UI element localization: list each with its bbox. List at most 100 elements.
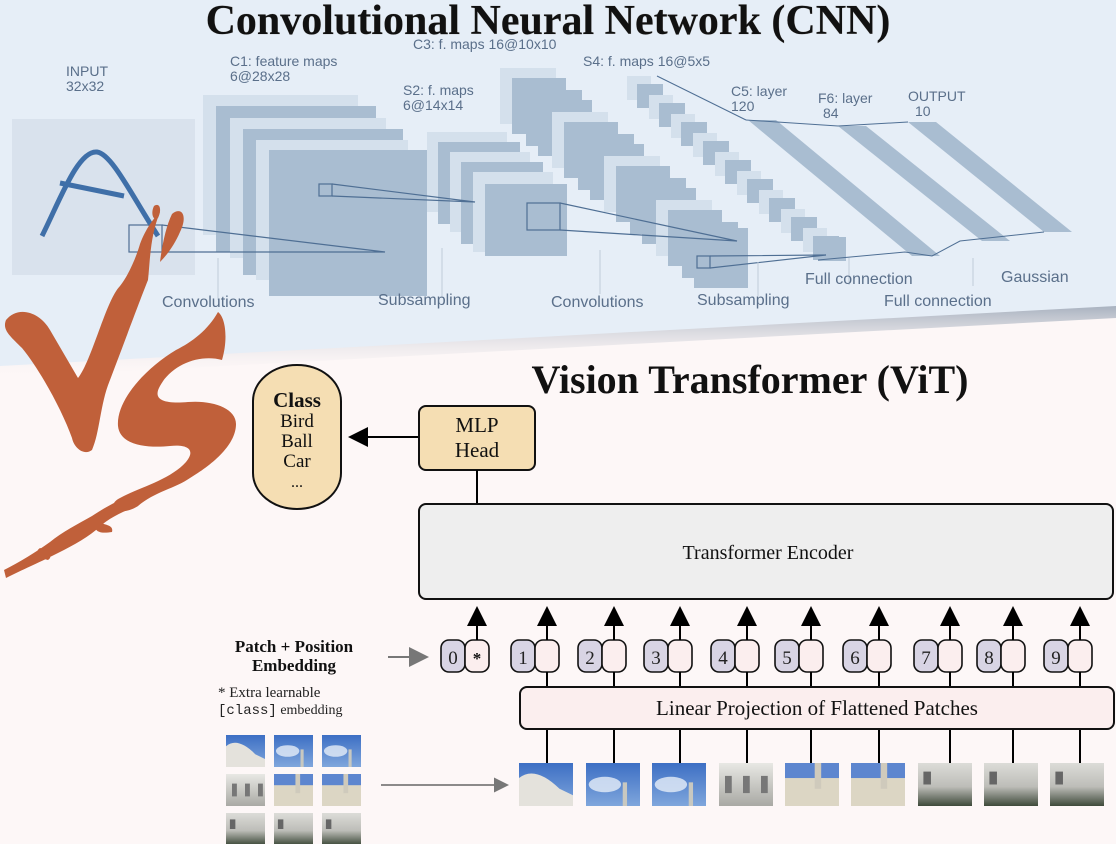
position-index: 5	[782, 648, 792, 669]
patch-embedding	[534, 639, 560, 673]
sequence-patch	[519, 763, 573, 806]
embedding-token: 2	[577, 606, 627, 763]
grid-patch	[322, 774, 361, 806]
fc-connector-top	[745, 119, 909, 127]
patch-embedding	[937, 639, 963, 673]
embedding-token: 9	[1043, 606, 1093, 763]
class-box-header: Class	[273, 388, 321, 412]
position-index: 7	[921, 648, 931, 669]
patch-embedding	[667, 639, 693, 673]
c1-receptive-field	[318, 183, 333, 197]
class-item-ball: Ball	[281, 431, 313, 452]
embedding-token: 6	[842, 606, 892, 763]
mlp-head-box: MLP Head	[418, 405, 536, 471]
sequence-patch	[652, 763, 706, 806]
layer-label-c5: C5: layer	[731, 83, 787, 99]
s2-receptive-field	[526, 202, 561, 231]
grid-patch	[322, 735, 361, 767]
grid-patch	[322, 813, 361, 844]
embedding-token: 4	[710, 606, 760, 763]
c3-feature-maps	[500, 68, 748, 288]
mlp-head-line1: MLP	[455, 413, 498, 437]
vit-panel: Vision Transformer (ViT) Class Bird Ball…	[218, 357, 1115, 844]
op-label-full-connection-1: Full connection	[805, 271, 913, 288]
embedding-token: 7	[913, 606, 963, 763]
linear-projection-label: Linear Projection of Flattened Patches	[656, 696, 978, 720]
class-item-car: Car	[283, 451, 311, 472]
layer-size-s2: 6@14x14	[403, 97, 463, 113]
subsample1-projection	[331, 183, 476, 203]
sequence-patch	[984, 763, 1038, 806]
sequence-patch	[785, 763, 839, 806]
patch-embedding	[1000, 639, 1026, 673]
position-index: 3	[651, 648, 661, 669]
layer-label-input: INPUT	[66, 63, 108, 79]
subsample2-projection	[709, 254, 827, 269]
output-layer	[908, 122, 1072, 232]
embedding-token: 3	[643, 606, 693, 763]
fc-connector-bottom	[817, 231, 1045, 261]
cnn-title: Convolutional Neural Network (CNN)	[206, 0, 891, 44]
s4-feature-maps	[627, 76, 846, 261]
transformer-encoder-box: Transformer Encoder	[418, 503, 1114, 600]
patch-sequence	[519, 763, 1104, 806]
f6-layer	[838, 126, 1010, 241]
sequence-patch	[1050, 763, 1104, 806]
sequence-patch	[851, 763, 905, 806]
op-label-subsampling-2: Subsampling	[697, 292, 790, 309]
class-token-symbol: *	[473, 649, 482, 668]
position-index: 6	[850, 648, 860, 669]
vit-title: Vision Transformer (ViT)	[531, 357, 968, 402]
layer-label-output: OUTPUT	[908, 88, 966, 104]
image-patch-grid	[226, 735, 361, 844]
layer-label-f6: F6: layer	[818, 90, 873, 106]
op-label-convolutions-2: Convolutions	[551, 294, 644, 311]
c1-feature-maps	[203, 95, 427, 296]
c5-layer	[748, 120, 940, 256]
input-glyph-a-bar	[59, 180, 125, 199]
embedding-label-line1: Patch + Position	[235, 637, 354, 656]
embedding-token: 0*	[440, 606, 490, 673]
grid-patch	[226, 813, 265, 844]
layer-label-c3: C3: f. maps 16@10x10	[413, 36, 557, 52]
layer-size-input: 32x32	[66, 78, 104, 94]
sequence-patch	[918, 763, 972, 806]
op-label-subsampling-1: Subsampling	[378, 292, 471, 309]
op-label-gaussian: Gaussian	[1001, 269, 1069, 286]
position-index: 2	[585, 648, 595, 669]
grid-patch	[274, 774, 313, 806]
patch-embedding	[1067, 639, 1093, 673]
vs-splatter	[4, 496, 138, 578]
embedding-token: 8	[976, 606, 1026, 763]
conv1-projection	[161, 224, 386, 253]
embedding-token: 5	[774, 606, 824, 763]
mlp-head-line2: Head	[455, 438, 500, 462]
s4-pointer-line	[656, 75, 747, 121]
c3-receptive-field	[696, 255, 711, 269]
vs-letter-v	[4, 212, 160, 453]
vs-letter-s	[113, 312, 236, 512]
position-index: 9	[1051, 648, 1061, 669]
position-index: 1	[518, 648, 528, 669]
layer-label-c1: C1: feature maps	[230, 53, 337, 69]
layer-size-f6: 84	[823, 105, 839, 121]
conv2-projection	[559, 202, 738, 242]
layer-size-output: 10	[915, 103, 931, 119]
class-token-note-rest: embedding	[277, 703, 343, 718]
layer-size-c5: 120	[731, 98, 755, 114]
position-index: 4	[718, 648, 728, 669]
patch-embedding	[601, 639, 627, 673]
layer-size-c1: 6@28x28	[230, 68, 290, 84]
vs-brush-mark	[4, 204, 236, 578]
layer-label-s4: S4: f. maps 16@5x5	[583, 53, 710, 69]
op-label-full-connection-2: Full connection	[884, 293, 992, 310]
embedding-tokens: 0* 1 2 3 4 5 6 7 8 9	[440, 606, 1093, 763]
grid-patch	[274, 735, 313, 767]
sequence-patch	[586, 763, 640, 806]
input-glyph-a	[39, 149, 161, 238]
embedding-token: 1	[510, 606, 560, 763]
patch-embedding	[866, 639, 892, 673]
operation-separators	[217, 248, 974, 300]
op-label-convolutions-1: Convolutions	[162, 294, 255, 311]
